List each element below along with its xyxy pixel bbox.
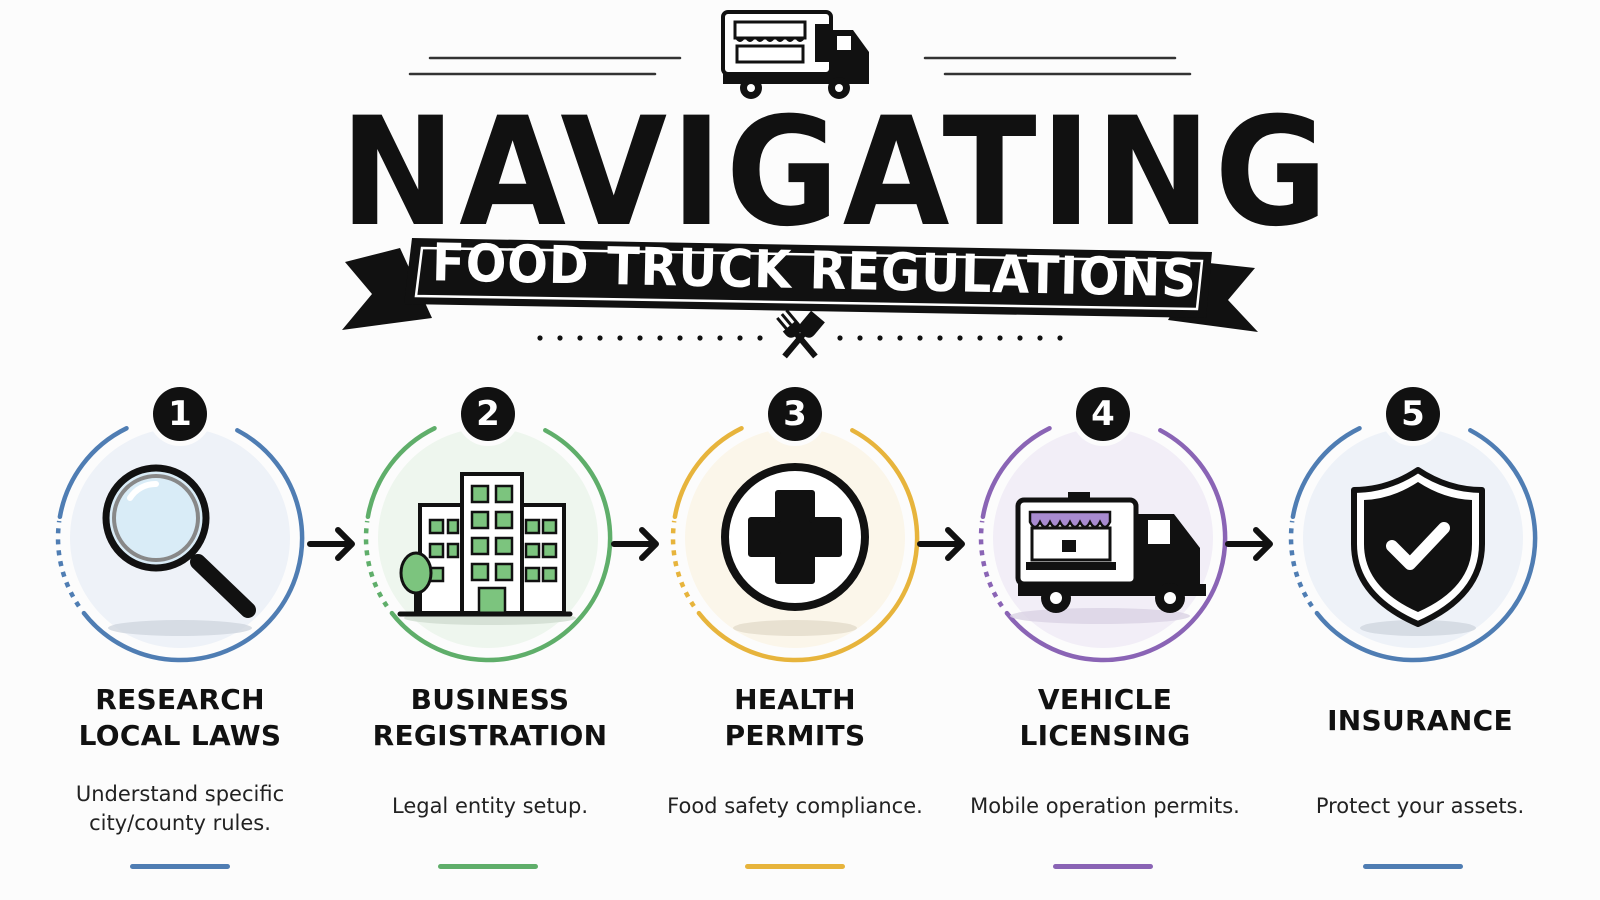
step-3-title-line2: PERMITS [724, 719, 866, 752]
step-underline-2 [438, 864, 538, 869]
header-rules [408, 56, 1192, 76]
step-number-2: 2 [476, 394, 500, 434]
step-underline-1 [130, 864, 230, 869]
ribbon-banner [342, 238, 1258, 332]
page-title: NAVIGATING [340, 86, 1332, 260]
step-underline-3 [745, 864, 845, 869]
step-2-title-line1: BUSINESS [410, 683, 570, 716]
step-1-title: RESEARCH LOCAL LAWS [60, 682, 300, 754]
step-1-title-line2: LOCAL LAWS [78, 719, 282, 752]
step-number-4: 4 [1091, 394, 1115, 434]
step-3-title: HEALTH PERMITS [670, 682, 920, 754]
step-5-title: INSURANCE [1327, 704, 1513, 737]
step-underline-5 [1363, 864, 1463, 869]
step-2-title-line2: REGISTRATION [372, 719, 608, 752]
step-1-description: Understand specific city/county rules. [40, 780, 320, 838]
food-truck-icon [721, 10, 869, 99]
step-2-title: BUSINESS REGISTRATION [350, 682, 630, 754]
step-underline-4 [1053, 864, 1153, 869]
step-1-desc-line1: Understand specific [75, 782, 285, 806]
step-number-3: 3 [783, 394, 807, 434]
step-number-1: 1 [168, 394, 192, 434]
step-4-title-line1: VEHICLE [1037, 683, 1173, 716]
step-4-title-line2: LICENSING [1019, 719, 1191, 752]
step-number-5: 5 [1401, 394, 1425, 434]
dotted-divider [537, 335, 1063, 341]
step-1-desc-line2: city/county rules. [89, 811, 271, 835]
step-underlines [130, 864, 1463, 869]
arrow-right-icon [307, 527, 1273, 561]
shield-check-icon [1351, 467, 1485, 636]
step-3-title-line1: HEALTH [734, 683, 856, 716]
step-4-description: Mobile operation permits. [970, 794, 1240, 818]
magnifier-icon [102, 464, 256, 636]
step-5-description: Protect your assets. [1315, 794, 1525, 818]
medical-cross-icon [721, 463, 869, 636]
step-1-title-line1: RESEARCH [95, 683, 265, 716]
utensils-icon [773, 309, 825, 359]
step-2-description: Legal entity setup. [391, 794, 588, 818]
step-3-description: Food safety compliance. [667, 794, 923, 818]
food-truck-icon [1010, 492, 1206, 624]
step-4-title: VEHICLE LICENSING [975, 682, 1235, 754]
building-icon [397, 472, 576, 625]
